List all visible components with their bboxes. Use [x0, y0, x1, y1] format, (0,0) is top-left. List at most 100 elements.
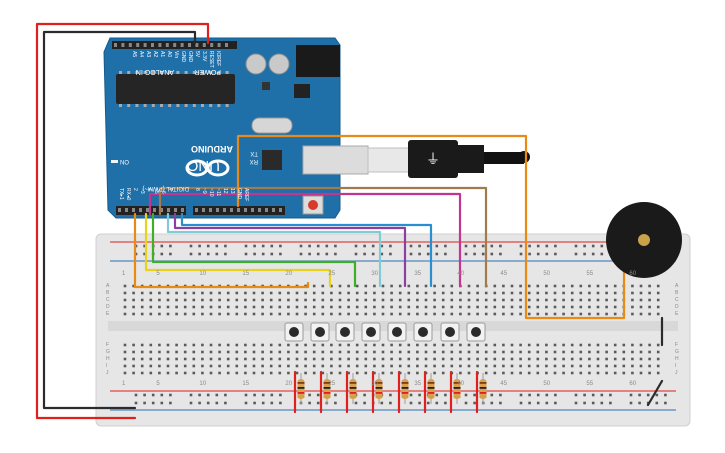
pushbutton-cap[interactable] — [418, 327, 428, 337]
breadboard-hole[interactable] — [373, 298, 376, 302]
rail-hole[interactable] — [655, 393, 659, 397]
breadboard-hole[interactable] — [158, 364, 161, 368]
breadboard-hole[interactable] — [631, 284, 634, 288]
rail-hole[interactable] — [143, 252, 146, 256]
breadboard-hole[interactable] — [570, 312, 574, 316]
breadboard-hole[interactable] — [562, 312, 565, 316]
breadboard-hole[interactable] — [510, 284, 514, 288]
rail-hole[interactable] — [664, 393, 667, 397]
breadboard-hole[interactable] — [364, 343, 368, 347]
resistor[interactable] — [349, 373, 357, 404]
rail-hole[interactable] — [206, 393, 210, 397]
breadboard-hole[interactable] — [570, 305, 574, 309]
breadboard-hole[interactable] — [252, 371, 256, 375]
breadboard-hole[interactable] — [613, 364, 617, 368]
breadboard-hole[interactable] — [519, 305, 522, 309]
breadboard-hole[interactable] — [502, 343, 505, 347]
breadboard-hole[interactable] — [321, 343, 325, 347]
rail-hole[interactable] — [316, 401, 320, 405]
breadboard-hole[interactable] — [553, 305, 557, 309]
breadboard-hole[interactable] — [209, 364, 213, 368]
breadboard-hole[interactable] — [545, 371, 548, 375]
breadboard-hole[interactable] — [588, 298, 591, 302]
breadboard-hole[interactable] — [390, 305, 393, 309]
breadboard-hole[interactable] — [278, 350, 282, 354]
breadboard-hole[interactable] — [493, 357, 497, 361]
rail-hole[interactable] — [363, 244, 366, 248]
breadboard-hole[interactable] — [416, 343, 419, 347]
breadboard-hole[interactable] — [252, 343, 256, 347]
breadboard-hole[interactable] — [278, 291, 282, 295]
breadboard-hole[interactable] — [312, 371, 316, 375]
breadboard-hole[interactable] — [527, 371, 531, 375]
breadboard-hole[interactable] — [123, 343, 127, 347]
rail-hole[interactable] — [279, 401, 282, 405]
breadboard-hole[interactable] — [269, 291, 273, 295]
breadboard-hole[interactable] — [132, 357, 135, 361]
breadboard-hole[interactable] — [441, 298, 445, 302]
breadboard-hole[interactable] — [132, 298, 135, 302]
breadboard-hole[interactable] — [510, 357, 514, 361]
breadboard-hole[interactable] — [347, 364, 350, 368]
rail-hole[interactable] — [334, 252, 337, 256]
breadboard-hole[interactable] — [656, 371, 660, 375]
breadboard-hole[interactable] — [166, 291, 170, 295]
breadboard-hole[interactable] — [381, 371, 385, 375]
breadboard-hole[interactable] — [132, 291, 135, 295]
breadboard-hole[interactable] — [373, 312, 376, 316]
breadboard-hole[interactable] — [545, 291, 548, 295]
breadboard-hole[interactable] — [510, 364, 514, 368]
breadboard-hole[interactable] — [519, 371, 522, 375]
rail-hole[interactable] — [198, 401, 201, 405]
breadboard-hole[interactable] — [536, 371, 540, 375]
breadboard-hole[interactable] — [192, 343, 196, 347]
breadboard-hole[interactable] — [140, 298, 144, 302]
rail-hole[interactable] — [664, 401, 667, 405]
breadboard-hole[interactable] — [493, 371, 497, 375]
rail-hole[interactable] — [418, 401, 421, 405]
resistor[interactable] — [427, 373, 435, 404]
breadboard-hole[interactable] — [304, 298, 307, 302]
rail-hole[interactable] — [574, 401, 578, 405]
breadboard-hole[interactable] — [519, 298, 522, 302]
rail-hole[interactable] — [528, 401, 531, 405]
breadboard-hole[interactable] — [424, 343, 428, 347]
breadboard-hole[interactable] — [201, 291, 204, 295]
breadboard-hole[interactable] — [287, 305, 290, 309]
breadboard-hole[interactable] — [622, 357, 626, 361]
breadboard-hole[interactable] — [209, 350, 213, 354]
rail-hole[interactable] — [435, 244, 439, 248]
breadboard-hole[interactable] — [261, 291, 264, 295]
breadboard-hole[interactable] — [562, 371, 565, 375]
pushbutton[interactable] — [284, 322, 304, 342]
breadboard-hole[interactable] — [519, 357, 522, 361]
breadboard-hole[interactable] — [330, 357, 333, 361]
rail-hole[interactable] — [409, 393, 413, 397]
breadboard-hole[interactable] — [493, 291, 497, 295]
rail-hole[interactable] — [160, 401, 164, 405]
rail-hole[interactable] — [646, 393, 650, 397]
breadboard-hole[interactable] — [175, 364, 178, 368]
rail-hole[interactable] — [435, 401, 439, 405]
breadboard-hole[interactable] — [321, 291, 325, 295]
breadboard-hole[interactable] — [381, 357, 385, 361]
breadboard-hole[interactable] — [390, 312, 393, 316]
rail-hole[interactable] — [499, 401, 502, 405]
rail-hole[interactable] — [490, 244, 494, 248]
breadboard-hole[interactable] — [235, 357, 239, 361]
breadboard-hole[interactable] — [398, 291, 402, 295]
breadboard-hole[interactable] — [278, 371, 282, 375]
pushbutton[interactable] — [310, 322, 330, 342]
breadboard-hole[interactable] — [123, 291, 127, 295]
breadboard-hole[interactable] — [570, 343, 574, 347]
rail-hole[interactable] — [591, 393, 595, 397]
breadboard-hole[interactable] — [201, 350, 204, 354]
breadboard-hole[interactable] — [166, 343, 170, 347]
breadboard-hole[interactable] — [252, 291, 256, 295]
breadboard-hole[interactable] — [149, 291, 153, 295]
breadboard-hole[interactable] — [656, 357, 660, 361]
rail-hole[interactable] — [334, 393, 337, 397]
breadboard-hole[interactable] — [373, 291, 376, 295]
breadboard-hole[interactable] — [209, 305, 213, 309]
breadboard-hole[interactable] — [347, 357, 350, 361]
